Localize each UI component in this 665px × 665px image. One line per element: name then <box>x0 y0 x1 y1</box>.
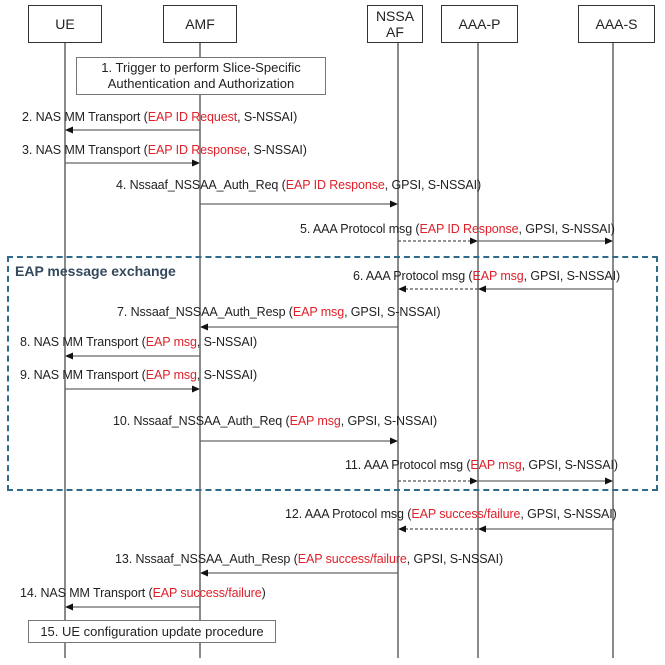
message-label-step-9: 9. NAS MM Transport (EAP msg, S-NSSAI) <box>20 368 257 382</box>
message-arrow-step-4-0-arrowhead <box>390 200 398 208</box>
message-name: 5. AAA Protocol msg ( <box>300 222 420 236</box>
message-name: 11. AAA Protocol msg ( <box>345 458 471 472</box>
message-label-step-11: 11. AAA Protocol msg (EAP msg, GPSI, S-N… <box>345 458 618 472</box>
message-label-step-8: 8. NAS MM Transport (EAP msg, S-NSSAI) <box>20 335 257 349</box>
entity-nssaaf: NSSA AF <box>367 5 423 43</box>
message-arrow-step-5-1-arrowhead <box>605 237 613 245</box>
message-label-step-13: 13. Nssaaf_NSSAA_Auth_Resp (EAP success/… <box>115 552 503 566</box>
message-arrow-step-6-1-arrowhead <box>398 285 406 293</box>
message-arrow-step-12-1-arrowhead <box>398 525 406 533</box>
message-label-step-14: 14. NAS MM Transport (EAP success/failur… <box>20 586 266 600</box>
message-params: , S-NSSAI) <box>246 143 307 157</box>
note-step-1-text: 1. Trigger to perform Slice-Specific Aut… <box>101 60 301 91</box>
message-arrow-step-5-0-arrowhead <box>470 237 478 245</box>
message-name: 4. Nssaaf_NSSAA_Auth_Req ( <box>116 178 286 192</box>
message-name: 7. Nssaaf_NSSAA_Auth_Resp ( <box>117 305 293 319</box>
lifeline-nssaaf <box>397 43 399 658</box>
eap-payload: EAP msg <box>145 368 197 382</box>
message-arrow-step-12-0-arrowhead <box>478 525 486 533</box>
lifeline-amf <box>199 43 201 658</box>
entity-label: AMF <box>185 16 215 32</box>
message-arrow-step-6-0-arrowhead <box>478 285 486 293</box>
note-step-1: 1. Trigger to perform Slice-Specific Aut… <box>76 57 326 95</box>
entity-label: AAA-S <box>595 16 638 32</box>
message-name: 3. NAS MM Transport ( <box>22 143 148 157</box>
message-arrow-step-3-0-arrowhead <box>192 159 200 167</box>
message-params: ) <box>261 586 266 600</box>
message-params: , S-NSSAI) <box>237 110 298 124</box>
eap-exchange-group-frame <box>7 256 658 491</box>
message-params: , GPSI, S-NSSAI) <box>384 178 482 192</box>
message-params: , GPSI, S-NSSAI) <box>523 269 621 283</box>
eap-payload: EAP ID Response <box>419 222 519 236</box>
message-arrow-step-13-0-arrowhead <box>200 569 208 577</box>
entity-aaa-p: AAA-P <box>441 5 518 43</box>
message-name: 12. AAA Protocol msg ( <box>285 507 412 521</box>
message-arrow-step-2-0-arrowhead <box>65 126 73 134</box>
message-params: , GPSI, S-NSSAI) <box>340 414 438 428</box>
message-label-step-4: 4. Nssaaf_NSSAA_Auth_Req (EAP ID Respons… <box>116 178 481 192</box>
entity-ue: UE <box>28 5 102 43</box>
eap-payload: EAP success/failure <box>411 507 521 521</box>
entity-label: NSSA AF <box>375 8 415 40</box>
note-step-15-text: 15. UE configuration update procedure <box>40 623 264 639</box>
message-arrow-step-11-0-arrowhead <box>470 477 478 485</box>
message-name: 9. NAS MM Transport ( <box>20 368 146 382</box>
eap-payload: EAP msg <box>472 269 524 283</box>
message-label-step-6: 6. AAA Protocol msg (EAP msg, GPSI, S-NS… <box>353 269 620 283</box>
message-label-step-10: 10. Nssaaf_NSSAA_Auth_Req (EAP msg, GPSI… <box>113 414 437 428</box>
entity-label: AAA-P <box>458 16 501 32</box>
entity-amf: AMF <box>163 5 237 43</box>
message-name: 10. Nssaaf_NSSAA_Auth_Req ( <box>113 414 290 428</box>
eap-payload: EAP success/failure <box>152 586 262 600</box>
message-params: , GPSI, S-NSSAI) <box>344 305 441 319</box>
message-label-step-7: 7. Nssaaf_NSSAA_Auth_Resp (EAP msg, GPSI… <box>117 305 441 319</box>
message-params: , GPSI, S-NSSAI) <box>518 222 615 236</box>
message-label-step-5: 5. AAA Protocol msg (EAP ID Response, GP… <box>300 222 615 236</box>
message-params: , S-NSSAI) <box>196 335 258 349</box>
message-arrow-step-11-1-arrowhead <box>605 477 613 485</box>
note-step-15: 15. UE configuration update procedure <box>28 620 276 643</box>
message-name: 14. NAS MM Transport ( <box>20 586 153 600</box>
eap-payload: EAP msg <box>289 414 341 428</box>
message-name: 8. NAS MM Transport ( <box>20 335 146 349</box>
eap-payload: EAP ID Response <box>147 143 247 157</box>
eap-payload: EAP ID Response <box>285 178 385 192</box>
message-params: , GPSI, S-NSSAI) <box>520 507 617 521</box>
message-label-step-3: 3. NAS MM Transport (EAP ID Response, S-… <box>22 143 307 157</box>
lifeline-aaa-s <box>612 43 614 658</box>
message-label-step-12: 12. AAA Protocol msg (EAP success/failur… <box>285 507 617 521</box>
message-arrow-step-8-0-arrowhead <box>65 352 73 360</box>
message-name: 13. Nssaaf_NSSAA_Auth_Resp ( <box>115 552 298 566</box>
eap-payload: EAP msg <box>292 305 345 319</box>
eap-payload: EAP ID Request <box>147 110 238 124</box>
message-params: , GPSI, S-NSSAI) <box>406 552 504 566</box>
message-label-step-2: 2. NAS MM Transport (EAP ID Request, S-N… <box>22 110 297 124</box>
eap-payload: EAP msg <box>470 458 522 472</box>
message-params: , S-NSSAI) <box>196 368 258 382</box>
lifeline-aaa-p <box>477 43 479 658</box>
message-arrow-step-7-0-arrowhead <box>200 323 208 331</box>
eap-payload: EAP msg <box>145 335 197 349</box>
eap-payload: EAP success/failure <box>297 552 407 566</box>
lifeline-ue <box>64 43 66 658</box>
message-params: , GPSI, S-NSSAI) <box>521 458 618 472</box>
message-arrow-step-10-0-arrowhead <box>390 437 398 445</box>
message-arrow-step-14-0-arrowhead <box>65 603 73 611</box>
message-name: 2. NAS MM Transport ( <box>22 110 148 124</box>
entity-aaa-s: AAA-S <box>578 5 655 43</box>
message-arrow-step-9-0-arrowhead <box>192 385 200 393</box>
entity-label: UE <box>55 16 75 32</box>
message-name: 6. AAA Protocol msg ( <box>353 269 473 283</box>
eap-exchange-group-title: EAP message exchange <box>15 263 176 279</box>
